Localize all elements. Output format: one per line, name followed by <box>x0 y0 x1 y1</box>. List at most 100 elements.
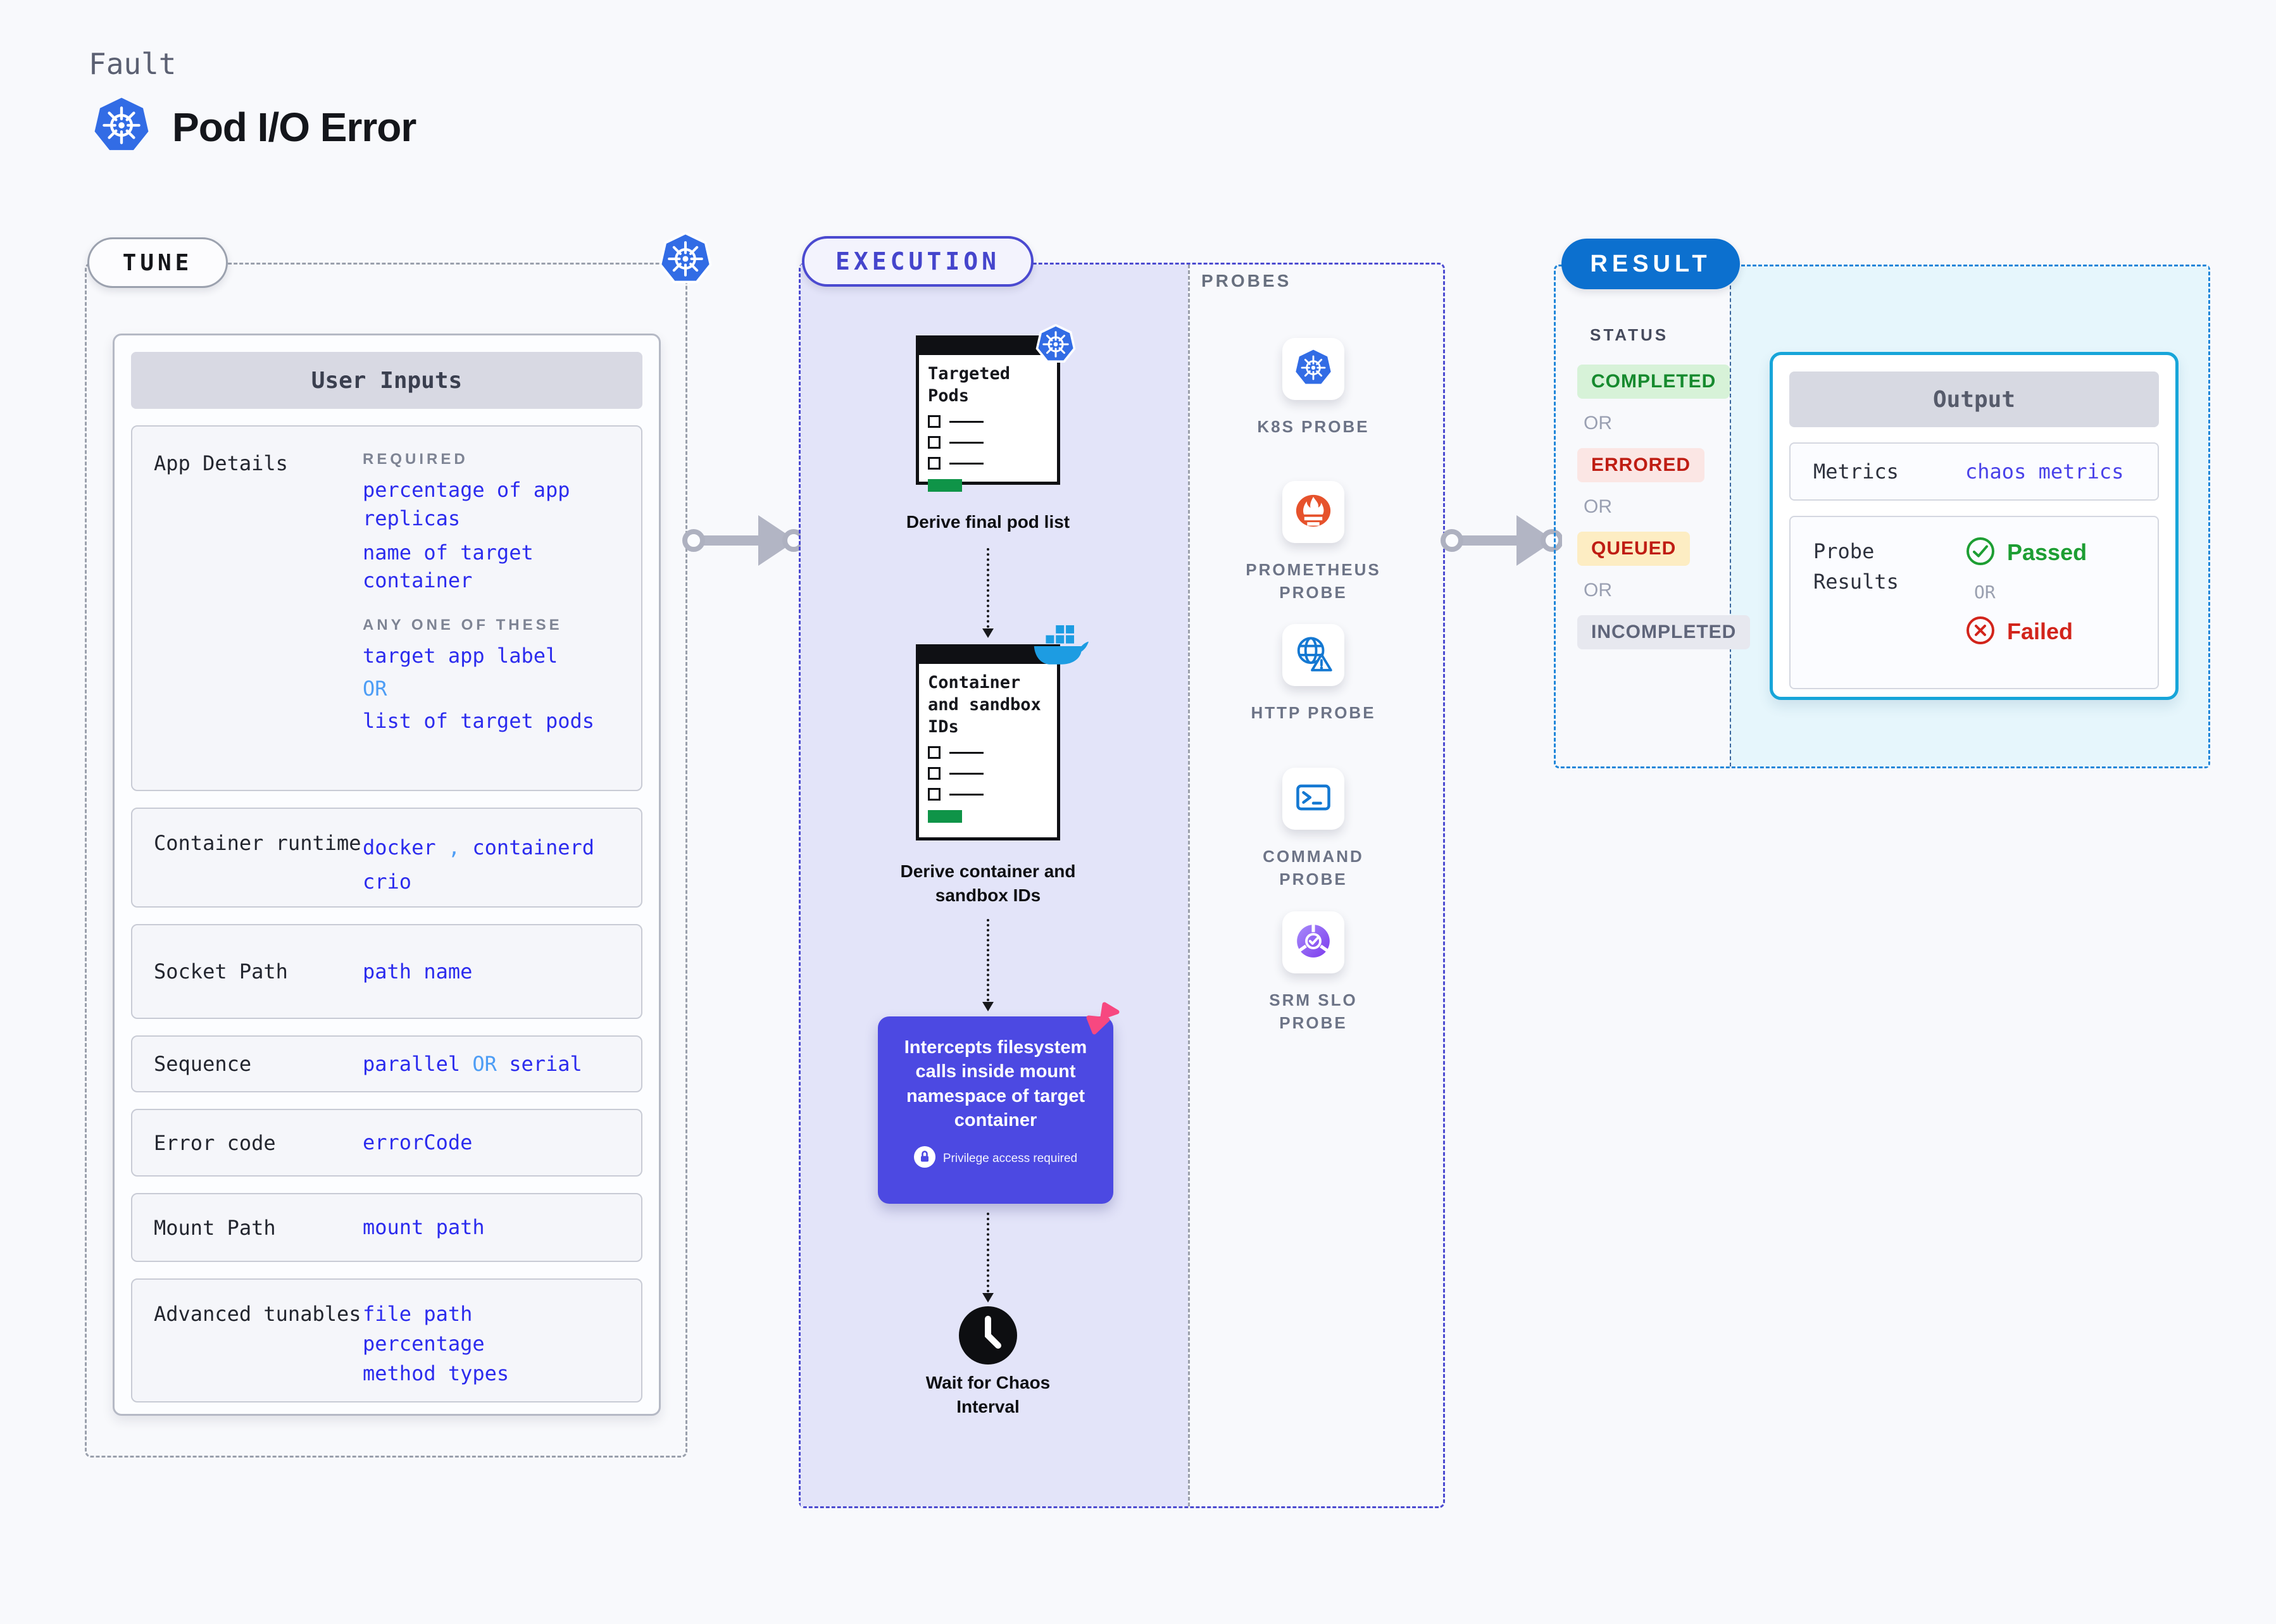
row-value: file path <box>363 1302 473 1326</box>
flow-connector <box>982 919 994 1011</box>
arrow-right-icon <box>1441 505 1563 579</box>
x-circle-icon <box>1965 615 1996 648</box>
or-label: OR <box>1584 413 1612 434</box>
probe-card-command <box>1282 768 1344 830</box>
doc-title: Targeted Pods <box>928 364 1011 406</box>
probes-divider <box>1188 265 1190 1506</box>
row-app-details: App Details REQUIRED percentage of app r… <box>131 425 642 791</box>
checklist-item <box>928 436 1048 449</box>
row-value: parallel OR serial <box>363 1051 582 1076</box>
row-value: crio <box>363 869 412 894</box>
probe-results-label: Probe Results <box>1813 539 1899 594</box>
status-label: STATUS <box>1590 325 1669 344</box>
row-value: name of target container <box>363 540 534 593</box>
row-value: list of target pods <box>363 708 595 733</box>
doc-title: Container and sandbox IDs <box>928 673 1041 737</box>
failed-label: Failed <box>2007 618 2073 644</box>
step-label: Derive container and sandbox IDs <box>900 861 1076 905</box>
chaos-arrows-icon <box>1084 1000 1122 1041</box>
checklist-item <box>928 746 1048 759</box>
kubernetes-icon <box>92 96 151 158</box>
prometheus-icon <box>1294 491 1333 534</box>
output-card: Output Metrics chaos metrics Probe Resul… <box>1770 352 2179 700</box>
flow-connector <box>982 548 994 638</box>
user-inputs-header: User Inputs <box>131 352 642 409</box>
row-value: path name <box>363 959 473 984</box>
arrow-right-icon <box>682 505 805 579</box>
row-error-code: Error code errorCode <box>131 1109 642 1177</box>
row-advanced-tunables: Advanced tunables file path percentage m… <box>131 1278 642 1402</box>
row-value: percentage of app replicas <box>363 478 570 530</box>
output-header: Output <box>1789 372 2159 427</box>
targeted-pods-doc: Targeted Pods <box>916 335 1060 492</box>
docker-icon <box>1030 624 1089 671</box>
status-badge: COMPLETED <box>1577 365 1730 399</box>
intercept-text: Intercepts filesystem calls inside mount… <box>904 1037 1087 1130</box>
checklist-item <box>928 767 1048 780</box>
failed-line: Failed <box>1965 615 2087 648</box>
tune-section <box>85 263 687 1458</box>
page-title: Pod I/O Error <box>172 104 416 150</box>
check-circle-icon <box>1965 536 1996 569</box>
probe-label: K8S PROBE <box>1257 417 1370 436</box>
clock-icon <box>959 1306 1017 1368</box>
or-label: OR <box>1584 496 1612 517</box>
probe-results-row: Probe Results Passed OR Failed <box>1789 516 2159 689</box>
container-ids-doc: Container and sandbox IDs <box>916 644 1060 840</box>
probe-label: PROMETHEUS PROBE <box>1246 560 1381 603</box>
probe-card-k8s <box>1282 338 1344 400</box>
probe-card-http <box>1282 624 1344 686</box>
kubernetes-icon <box>1035 323 1076 368</box>
or-label: OR <box>1584 580 1612 601</box>
checklist-item <box>928 457 1048 470</box>
execution-pill: EXECUTION <box>802 236 1034 287</box>
kubernetes-icon <box>658 232 713 289</box>
row-value: docker , containerd <box>363 835 595 859</box>
row-value: target app label <box>363 644 558 668</box>
intercept-note: Intercepts filesystem calls inside mount… <box>878 1016 1113 1204</box>
privilege-row: Privilege access required <box>897 1146 1094 1171</box>
status-badge: QUEUED <box>1577 532 1691 566</box>
probes-label: PROBES <box>1201 271 1292 290</box>
row-label: App Details <box>154 451 288 475</box>
passed-line: Passed <box>1965 536 2087 569</box>
doc-titlebar <box>919 339 1057 355</box>
green-bar <box>928 810 962 823</box>
http-globe-warning-icon <box>1294 634 1333 677</box>
row-sequence: Sequence parallel OR serial <box>131 1035 642 1092</box>
status-badge: ERRORED <box>1577 448 1705 482</box>
tune-pill: TUNE <box>87 237 228 288</box>
or-label: OR <box>1974 582 1996 603</box>
doc-titlebar <box>919 647 1057 664</box>
kubernetes-icon <box>1294 349 1332 390</box>
row-socket-path: Socket Path path name <box>131 924 642 1019</box>
metrics-row: Metrics chaos metrics <box>1789 442 2159 501</box>
metrics-label: Metrics <box>1813 459 1899 484</box>
row-mount-path: Mount Path mount path <box>131 1193 642 1262</box>
row-value: percentage <box>363 1331 485 1356</box>
status-badge: INCOMPLETED <box>1577 615 1751 649</box>
row-label: Socket Path <box>154 959 288 984</box>
green-bar <box>928 479 962 492</box>
row-label: Advanced tunables <box>154 1302 361 1326</box>
probe-card-prometheus <box>1282 481 1344 543</box>
status-list: COMPLETED OR ERRORED OR QUEUED OR INCOMP… <box>1577 365 1751 649</box>
any-one-label: ANY ONE OF THESE <box>363 616 563 634</box>
slo-pie-check-icon <box>1294 921 1333 964</box>
row-label: Error code <box>154 1130 276 1155</box>
row-value: method types <box>363 1361 510 1385</box>
row-label: Container runtime <box>154 831 361 855</box>
checklist-item <box>928 788 1048 801</box>
user-inputs-card: User Inputs App Details REQUIRED percent… <box>113 334 661 1416</box>
row-value: errorCode <box>363 1130 473 1155</box>
required-label: REQUIRED <box>363 451 468 468</box>
probe-label: SRM SLO PROBE <box>1269 990 1358 1033</box>
fault-kicker: Fault <box>89 47 177 81</box>
or-label: OR <box>363 676 387 701</box>
result-pill: RESULT <box>1561 239 1740 289</box>
terminal-icon <box>1294 778 1333 820</box>
checklist-item <box>928 415 1048 428</box>
row-label: Sequence <box>154 1052 252 1076</box>
step-label: Derive final pod list <box>906 512 1070 532</box>
